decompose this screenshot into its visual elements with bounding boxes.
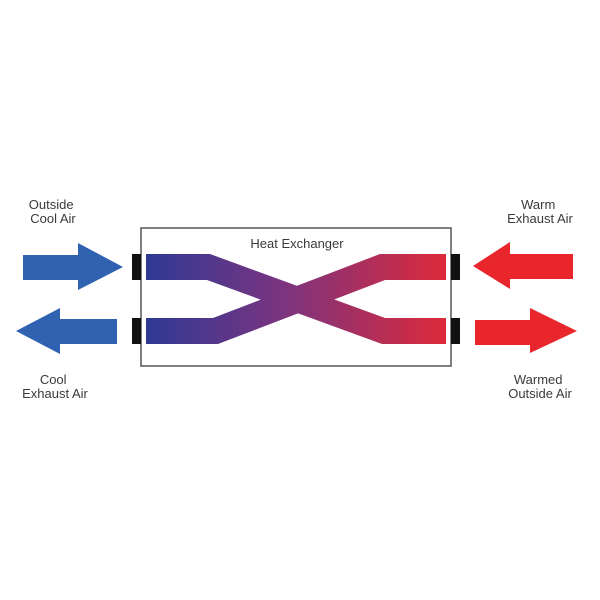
port-connector [132,318,141,344]
arrow-left-icon [473,242,573,289]
exchanger-title: Heat Exchanger [250,236,344,251]
port-connector [451,318,460,344]
label-warm-exhaust-air: Warm Exhaust Air [507,197,573,226]
label-cool-exhaust-air: Cool Exhaust Air [22,372,88,401]
arrow-left-icon [16,308,117,354]
arrow-right-icon [475,308,577,353]
port-connector [451,254,460,280]
label-warmed-outside-air: Warmed Outside Air [508,372,572,401]
duct-outside-to-warmed [146,254,446,344]
arrow-right-icon [23,243,123,290]
port-connector [132,254,141,280]
label-outside-cool-air: Outside Cool Air [29,197,77,226]
